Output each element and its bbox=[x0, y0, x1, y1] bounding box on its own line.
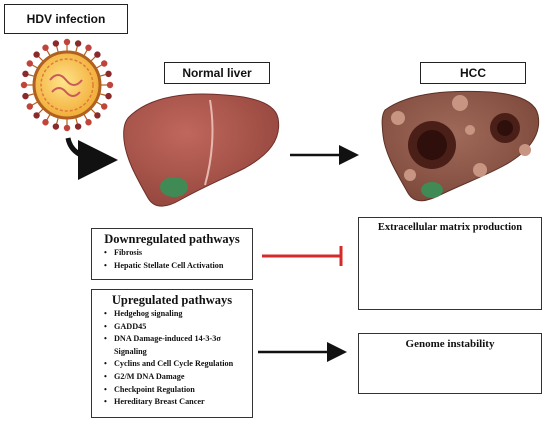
virus-spike bbox=[31, 100, 39, 107]
virus-spike-head bbox=[101, 103, 108, 110]
genome-panel: Genome instability bbox=[358, 333, 542, 394]
virus-spike-head bbox=[85, 44, 92, 51]
list-item: Hepatic Stellate Cell Activation bbox=[104, 260, 244, 273]
list-item: GADD45 bbox=[104, 321, 244, 334]
downregulated-list: Fibrosis Hepatic Stellate Cell Activatio… bbox=[100, 247, 244, 272]
virus-spike bbox=[45, 113, 52, 121]
virus-spike bbox=[82, 49, 89, 57]
virus-spike bbox=[74, 45, 79, 54]
virus-spike bbox=[55, 45, 60, 54]
upregulated-list: Hedgehog signaling GADD45 DNA Damage-ind… bbox=[100, 308, 244, 409]
upregulated-title: Upregulated pathways bbox=[111, 293, 233, 307]
normal-liver-label: Normal liver bbox=[164, 62, 270, 84]
virus-spike bbox=[98, 92, 107, 97]
virus-spike-head bbox=[106, 81, 114, 89]
list-item: Checkpoint Regulation bbox=[104, 384, 244, 397]
list-item-continuation: Signaling bbox=[114, 346, 147, 356]
virus-spike bbox=[37, 107, 45, 115]
virus-spike-head bbox=[105, 92, 112, 100]
virus-spike-head bbox=[22, 92, 29, 100]
virus-spike-head bbox=[74, 40, 82, 47]
virus-spike bbox=[98, 73, 107, 78]
virus-spike-head bbox=[22, 70, 29, 78]
ecm-title: Extracellular matrix production bbox=[377, 222, 523, 233]
normal-liver-icon bbox=[123, 93, 280, 207]
virus-spike-head bbox=[20, 81, 28, 89]
virus-spike-head bbox=[63, 124, 71, 132]
ecm-panel: Extracellular matrix production bbox=[358, 217, 542, 310]
hcc-liver-icon bbox=[381, 90, 540, 202]
hdv-virus-icon bbox=[20, 38, 114, 132]
virus-spike bbox=[27, 92, 36, 97]
virus-spike bbox=[37, 55, 45, 63]
hdv-infection-label: HDV infection bbox=[4, 4, 128, 34]
virus-spike-head bbox=[26, 103, 33, 110]
list-item: Hedgehog signaling bbox=[104, 308, 244, 321]
virus-spike bbox=[89, 107, 97, 115]
virus-spike-head bbox=[26, 60, 33, 67]
virus-spike-head bbox=[42, 119, 49, 126]
virus-spike-head bbox=[105, 70, 112, 78]
virus-spike-head bbox=[101, 60, 108, 67]
downregulated-panel: Downregulated pathways Fibrosis Hepatic … bbox=[91, 228, 253, 280]
list-item: Hereditary Breast Cancer bbox=[104, 396, 244, 409]
virus-spike-head bbox=[63, 38, 71, 46]
virus-spike-head bbox=[94, 112, 101, 119]
inhibition-arrow bbox=[262, 246, 343, 266]
virus-spike-head bbox=[74, 123, 82, 130]
virus-spike bbox=[45, 49, 52, 57]
infection-arrow bbox=[65, 137, 118, 180]
list-item: DNA Damage-induced 14-3-3σ bbox=[104, 333, 244, 346]
genome-title: Genome instability bbox=[405, 338, 495, 350]
list-item: Cyclins and Cell Cycle Regulation bbox=[104, 358, 244, 371]
virus-spike bbox=[95, 100, 103, 107]
virus-spike-head bbox=[33, 112, 40, 119]
virus-spike-head bbox=[94, 51, 101, 58]
virus-spike bbox=[95, 63, 103, 70]
list-item: G2/M DNA Damage bbox=[104, 371, 244, 384]
virus-spike bbox=[27, 73, 36, 78]
upregulated-panel: Upregulated pathways Hedgehog signaling … bbox=[91, 289, 253, 418]
list-item: Fibrosis bbox=[104, 247, 244, 260]
virus-spike bbox=[74, 116, 79, 125]
virus-spike bbox=[89, 55, 97, 63]
virus-spike-head bbox=[42, 44, 49, 51]
virus-spike bbox=[82, 113, 89, 121]
virus-spike-head bbox=[52, 123, 60, 130]
virus-spike bbox=[55, 116, 60, 125]
virus-spike-head bbox=[85, 119, 92, 126]
hcc-label: HCC bbox=[420, 62, 526, 84]
virus-spike-head bbox=[52, 40, 60, 47]
virus-spike-head bbox=[33, 51, 40, 58]
virus-spike bbox=[31, 63, 39, 70]
downregulated-title: Downregulated pathways bbox=[104, 232, 240, 246]
